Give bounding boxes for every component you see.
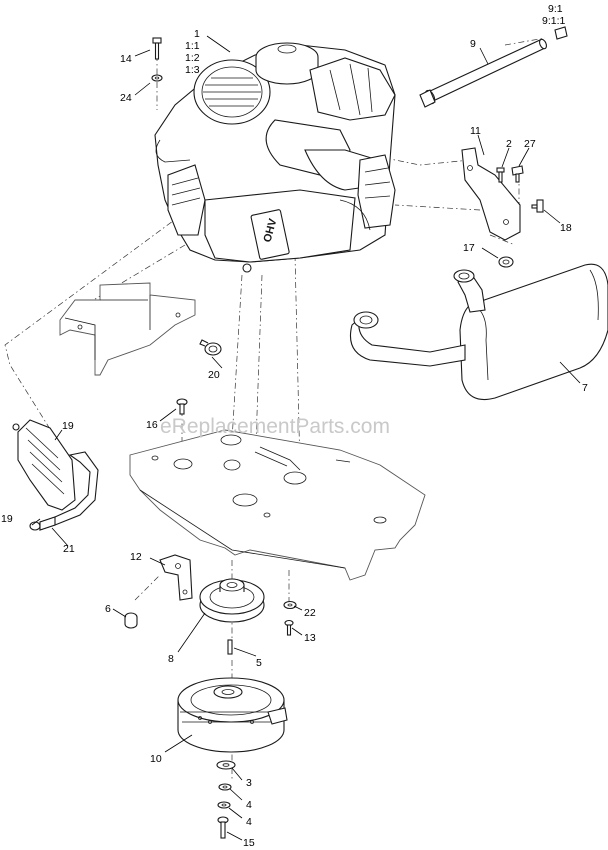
callout-7: 7: [582, 382, 588, 394]
callout-5: 5: [256, 657, 262, 669]
item-22-washer[interactable]: [283, 600, 297, 610]
callout-18: 18: [560, 222, 572, 234]
callout-17: 17: [463, 242, 475, 254]
callout-15: 15: [243, 837, 255, 849]
item-14-bolt[interactable]: [152, 37, 162, 60]
item-24-washer[interactable]: [151, 74, 163, 82]
callout-19-upper: 19: [62, 420, 74, 432]
item-6-bolt[interactable]: [124, 612, 138, 629]
callout-20: 20: [208, 369, 220, 381]
callout-1-2: 1:2: [185, 52, 200, 64]
watermark-text: eReplacementParts.com: [160, 415, 390, 438]
callout-27: 27: [524, 138, 536, 150]
callout-9-1-1: 9:1:1: [542, 15, 566, 27]
callout-2: 2: [506, 138, 512, 150]
callout-1-1: 1:1: [185, 40, 200, 52]
item-8-pulley[interactable]: [199, 578, 265, 623]
item-12-bracket[interactable]: [159, 554, 193, 601]
engine-guard-bracket[interactable]: [59, 282, 196, 376]
callout-14: 14: [120, 53, 132, 65]
callout-1: 1: [194, 28, 200, 40]
callout-21: 21: [63, 543, 75, 555]
item-13-bolt[interactable]: [284, 619, 294, 636]
callout-12: 12: [130, 551, 142, 563]
item-4-washer-lower[interactable]: [217, 801, 231, 809]
deck-plate[interactable]: [129, 429, 426, 581]
engine-assembly[interactable]: OHV: [154, 42, 396, 273]
item-17-nut[interactable]: [498, 256, 514, 268]
item-7-muffler[interactable]: [349, 263, 608, 401]
callout-6: 6: [105, 603, 111, 615]
item-10-clutch[interactable]: [177, 677, 288, 753]
item-4-washer-upper[interactable]: [218, 783, 232, 791]
callout-9-1: 9:1: [548, 3, 563, 15]
callout-1-3: 1:3: [185, 64, 200, 76]
callout-labels: 1 1:1 1:2 1:3 14 24 9:1 9:1:1 9 11 2 27 …: [1, 3, 588, 849]
callout-22: 22: [304, 607, 316, 619]
item-18-bolt[interactable]: [531, 199, 544, 213]
callout-19-lower: 19: [1, 513, 13, 525]
item-2-bolt[interactable]: [496, 167, 505, 183]
callout-24: 24: [120, 92, 132, 104]
item-9-tube[interactable]: [419, 26, 568, 108]
callout-4-upper: 4: [246, 799, 252, 811]
callout-16: 16: [146, 419, 158, 431]
item-27-bolt[interactable]: [511, 165, 524, 183]
callout-13: 13: [304, 632, 316, 644]
item-16-bolt[interactable]: [176, 398, 188, 415]
callout-11: 11: [470, 125, 481, 137]
callout-3: 3: [246, 777, 252, 789]
item-21-hose[interactable]: [39, 516, 56, 531]
item-5-key[interactable]: [227, 639, 233, 655]
leader-lines: [31, 35, 581, 841]
item-19-oil-cooler[interactable]: [12, 419, 99, 531]
item-20-knob[interactable]: [199, 339, 222, 356]
item-11-bracket[interactable]: [461, 147, 521, 241]
callout-10: 10: [150, 753, 162, 765]
callout-9: 9: [470, 38, 476, 50]
callout-8: 8: [168, 653, 174, 665]
item-3-washer[interactable]: [216, 760, 236, 770]
item-15-bolt[interactable]: [217, 816, 229, 839]
callout-4-lower: 4: [246, 816, 252, 828]
